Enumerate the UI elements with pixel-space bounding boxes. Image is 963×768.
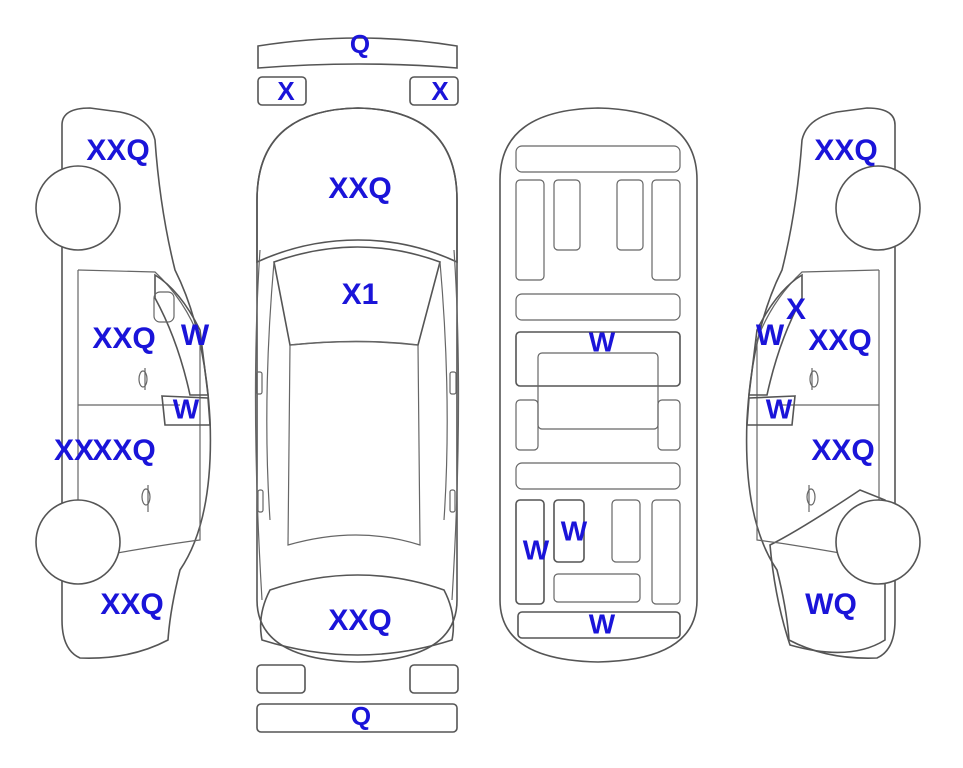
left-front-window-label: W bbox=[181, 319, 210, 352]
left-front-window-panel[interactable] bbox=[154, 273, 209, 396]
right-front-window-panel[interactable] bbox=[748, 273, 803, 396]
right-headlight-panel[interactable] bbox=[409, 76, 459, 106]
right-side-view: W X W XXQ XXQ XXQ WQ bbox=[745, 107, 921, 659]
roof-panel[interactable] bbox=[287, 340, 421, 546]
windshield-label: X1 bbox=[342, 278, 379, 311]
rear-bumper-panel[interactable] bbox=[256, 703, 458, 733]
right-front-window-label: W bbox=[756, 319, 785, 352]
front-bumper-panel[interactable] bbox=[257, 37, 458, 69]
left-rear-door-label-b: XXQ bbox=[92, 434, 155, 467]
interior-mid-panel[interactable] bbox=[515, 331, 681, 387]
left-front-door-label: XXQ bbox=[92, 322, 155, 355]
left-rear-quarter-label: XXQ bbox=[100, 588, 163, 621]
right-headlight-label: X bbox=[431, 76, 449, 106]
right-front-fender-label: XXQ bbox=[814, 134, 877, 167]
rear-bumper-label: Q bbox=[351, 701, 371, 731]
right-front-tire[interactable] bbox=[835, 165, 921, 251]
interior-rear-left-label: W bbox=[523, 534, 550, 565]
trunk-label: XXQ bbox=[328, 604, 391, 637]
interior-rear-left2-label: W bbox=[561, 515, 588, 546]
top-view: Q X X XXQ X1 XXQ Q bbox=[254, 29, 460, 733]
right-rear-window-panel[interactable] bbox=[746, 395, 796, 426]
left-taillight[interactable] bbox=[256, 664, 306, 694]
interior-trunk-label: W bbox=[589, 608, 616, 639]
right-front-door-label: XXQ bbox=[808, 324, 871, 357]
interior-mid-label: W bbox=[589, 326, 616, 357]
left-side-view: W W XXQ XXQ XX XXQ XXQ bbox=[35, 107, 212, 659]
left-rear-door-label-a: XX bbox=[54, 434, 94, 467]
interior-rear-left-panel[interactable] bbox=[515, 499, 545, 605]
interior-view: W W W W bbox=[499, 107, 698, 663]
right-rear-window-label: W bbox=[766, 393, 793, 424]
left-headlight-panel[interactable] bbox=[257, 76, 307, 106]
left-rear-window-panel[interactable] bbox=[161, 395, 211, 426]
hood-panel[interactable] bbox=[256, 107, 458, 264]
interior-rear-left2-panel[interactable] bbox=[553, 499, 585, 563]
interior-outline bbox=[499, 107, 698, 663]
left-rear-tire[interactable] bbox=[35, 499, 121, 585]
left-headlight-label: X bbox=[277, 76, 295, 106]
left-rear-window-label: W bbox=[173, 393, 200, 424]
left-front-fender-label: XXQ bbox=[86, 134, 149, 167]
right-rear-door-label: XXQ bbox=[811, 434, 874, 467]
left-front-tire[interactable] bbox=[35, 165, 121, 251]
trunk-panel[interactable] bbox=[259, 574, 455, 656]
hood-label: XXQ bbox=[328, 172, 391, 205]
right-front-window-x-label: X bbox=[786, 293, 806, 326]
right-rear-quarter-label: WQ bbox=[805, 588, 857, 621]
right-rear-tire[interactable] bbox=[835, 499, 921, 585]
interior-trunk-panel[interactable] bbox=[517, 611, 681, 639]
front-bumper-label: Q bbox=[350, 29, 370, 59]
right-rear-quarter-panel[interactable] bbox=[769, 489, 886, 654]
right-taillight[interactable] bbox=[409, 664, 459, 694]
